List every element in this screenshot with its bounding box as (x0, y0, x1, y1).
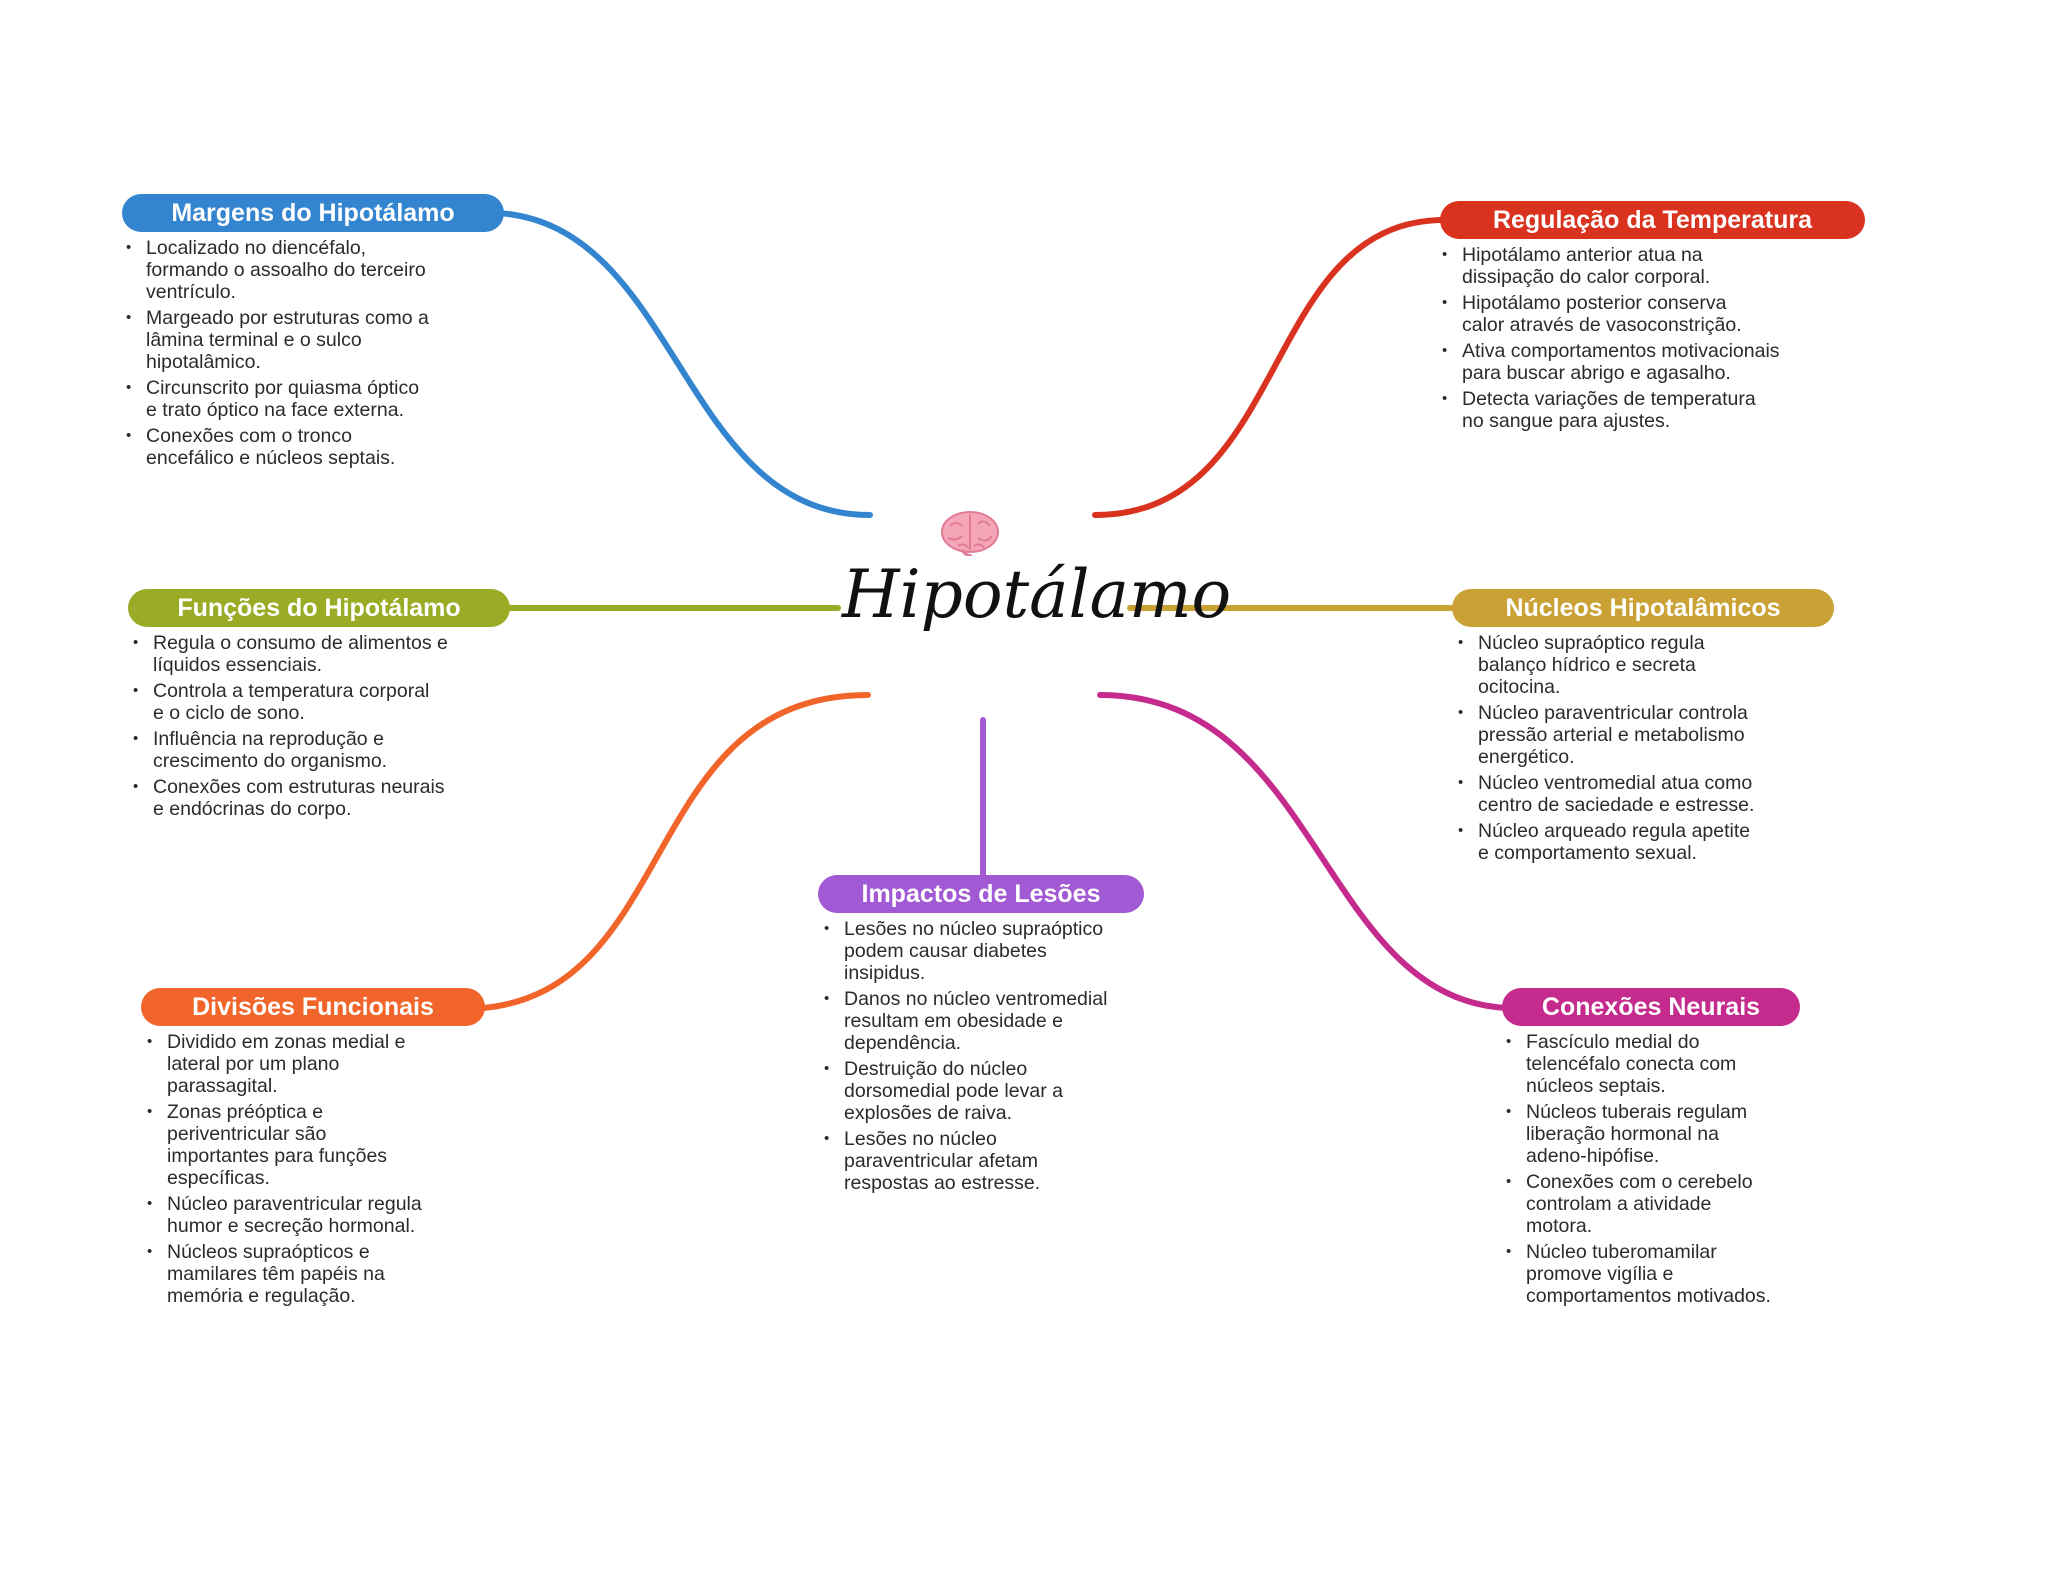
temperatura-item: Detecta variações de temperatura no sang… (1440, 388, 1860, 432)
conexoes-item: Fascículo medial do telencéfalo conecta … (1504, 1031, 1864, 1097)
topic-nucleos[interactable]: Núcleos Hipotalâmicos (1452, 589, 1834, 627)
temperatura-list: Hipotálamo anterior atua na dissipação d… (1440, 244, 1860, 436)
nucleos-item: Núcleo arqueado regula apetite e comport… (1456, 820, 1856, 864)
margens-item: Localizado no diencéfalo, formando o ass… (124, 237, 524, 303)
conexoes-list: Fascículo medial do telencéfalo conecta … (1504, 1031, 1864, 1311)
funcoes-item: Regula o consumo de alimentos e líquidos… (131, 632, 531, 676)
connector-conexoes (1097, 692, 1511, 1011)
margens-item: Conexões com o tronco encefálico e núcle… (124, 425, 524, 469)
topic-divisoes[interactable]: Divisões Funcionais (141, 988, 485, 1026)
divisoes-item: Zonas préóptica e periventricular são im… (145, 1101, 505, 1189)
lesoes-item: Destruição do núcleo dorsomedial pode le… (822, 1058, 1182, 1124)
central-title: Hipotálamo (842, 556, 1232, 633)
margens-item: Circunscrito por quiasma óptico e trato … (124, 377, 524, 421)
nucleos-item: Núcleo paraventricular controla pressão … (1456, 702, 1856, 768)
topic-conexoes[interactable]: Conexões Neurais (1502, 988, 1800, 1026)
topic-divisoes-label: Divisões Funcionais (192, 992, 434, 1021)
topic-lesoes-label: Impactos de Lesões (861, 879, 1101, 908)
divisoes-item: Núcleo paraventricular regula humor e se… (145, 1193, 505, 1237)
lesoes-item: Lesões no núcleo paraventricular afetam … (822, 1128, 1182, 1194)
topic-margens-label: Margens do Hipotálamo (171, 198, 455, 227)
margens-list: Localizado no diencéfalo, formando o ass… (124, 237, 524, 473)
temperatura-item: Hipotálamo posterior conserva calor atra… (1440, 292, 1860, 336)
topic-nucleos-label: Núcleos Hipotalâmicos (1505, 593, 1781, 622)
funcoes-item: Influência na reprodução e crescimento d… (131, 728, 531, 772)
topic-lesoes[interactable]: Impactos de Lesões (818, 875, 1144, 913)
topic-margens[interactable]: Margens do Hipotálamo (122, 194, 504, 232)
conexoes-item: Conexões com o cerebelo controlam a ativ… (1504, 1171, 1864, 1237)
brain-icon (941, 511, 999, 556)
funcoes-item: Controla a temperatura corporal e o cicl… (131, 680, 531, 724)
topic-temperatura-label: Regulação da Temperatura (1492, 205, 1813, 234)
lesoes-item: Lesões no núcleo supraóptico podem causa… (822, 918, 1182, 984)
nucleos-list: Núcleo supraóptico regula balanço hídric… (1456, 632, 1856, 868)
conexoes-item: Núcleos tuberais regulam liberação hormo… (1504, 1101, 1864, 1167)
topic-funcoes[interactable]: Funções do Hipotálamo (128, 589, 510, 627)
nucleos-item: Núcleo supraóptico regula balanço hídric… (1456, 632, 1856, 698)
margens-item: Margeado por estruturas como a lâmina te… (124, 307, 524, 373)
temperatura-item: Ativa comportamentos motivacionais para … (1440, 340, 1860, 384)
topic-funcoes-label: Funções do Hipotálamo (177, 593, 461, 622)
nucleos-item: Núcleo ventromedial atua como centro de … (1456, 772, 1856, 816)
topic-temperatura[interactable]: Regulação da Temperatura (1440, 201, 1865, 239)
funcoes-item: Conexões com estruturas neurais e endócr… (131, 776, 531, 820)
connector-margens (495, 210, 873, 518)
divisoes-list: Dividido em zonas medial e lateral por u… (145, 1031, 505, 1311)
divisoes-item: Núcleos supraópticos e mamilares têm pap… (145, 1241, 505, 1307)
divisoes-item: Dividido em zonas medial e lateral por u… (145, 1031, 505, 1097)
lesoes-list: Lesões no núcleo supraóptico podem causa… (822, 918, 1182, 1198)
funcoes-list: Regula o consumo de alimentos e líquidos… (131, 632, 531, 824)
topic-conexoes-label: Conexões Neurais (1541, 992, 1761, 1021)
connector-divisoes (480, 692, 871, 1011)
connector-temperatura (1092, 217, 1443, 518)
conexoes-item: Núcleo tuberomamilar promove vigília e c… (1504, 1241, 1864, 1307)
temperatura-item: Hipotálamo anterior atua na dissipação d… (1440, 244, 1860, 288)
lesoes-item: Danos no núcleo ventromedial resultam em… (822, 988, 1182, 1054)
